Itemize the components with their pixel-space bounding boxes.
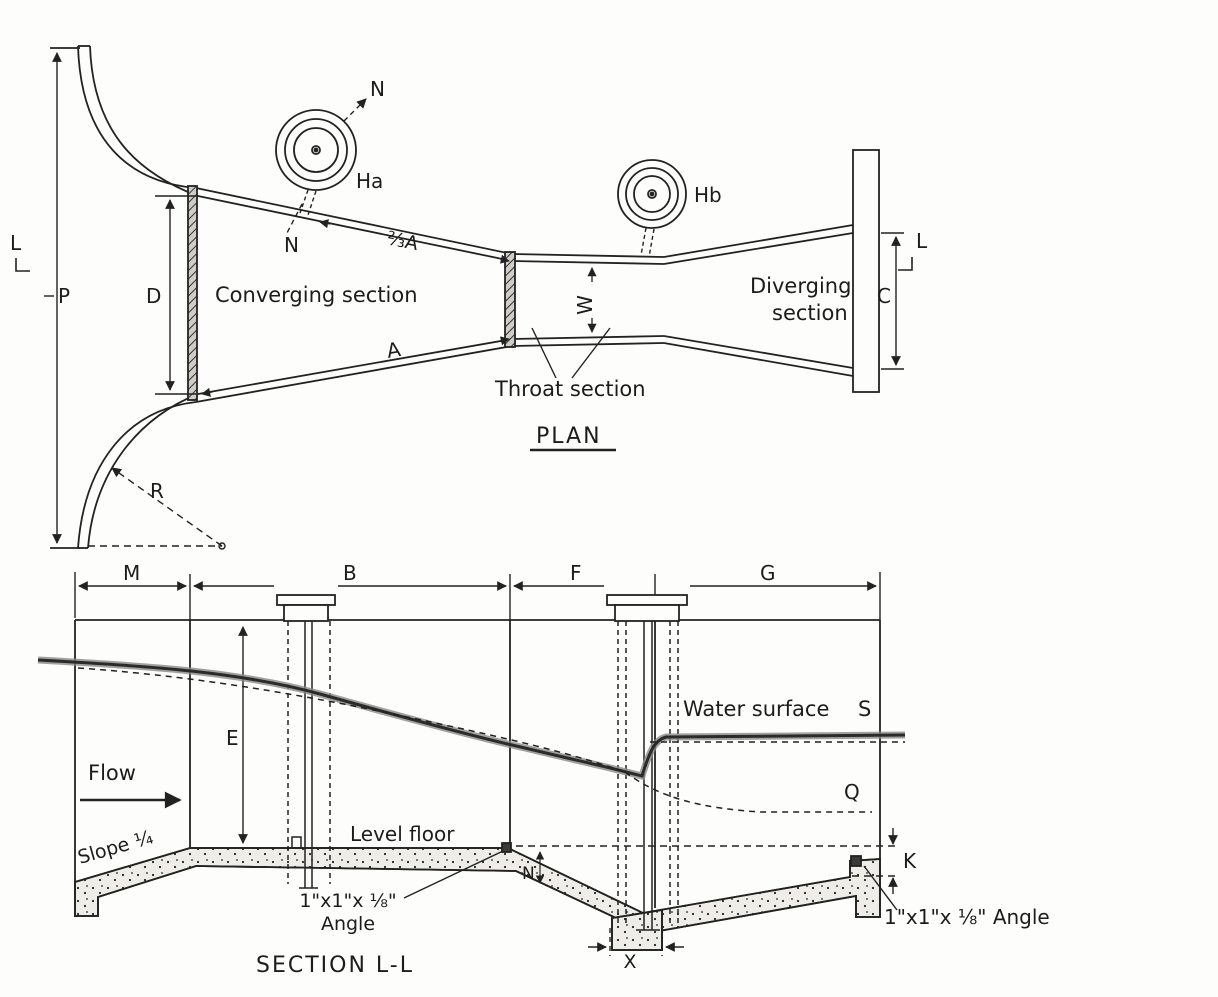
label-X: X <box>623 951 636 973</box>
label-N-top: N <box>370 77 385 101</box>
dimension-P <box>44 47 80 549</box>
label-L-left: L <box>10 231 22 255</box>
well-tube-Ha <box>287 621 331 889</box>
label-N-drop: N <box>522 864 535 884</box>
label-S: S <box>858 697 871 721</box>
label-water-surface: Water surface <box>683 697 829 721</box>
angle2-leader <box>863 865 898 911</box>
label-angle2: 1"x1"x ⅛" Angle <box>884 905 1050 929</box>
label-W: W <box>573 295 597 315</box>
section-dim-ticks <box>74 572 881 620</box>
label-A: A <box>385 337 403 363</box>
dimension-X <box>588 928 684 956</box>
label-N-bottom: N <box>284 233 299 257</box>
section-labels: M B F G E Flow Slope ¼ Level floor Water… <box>75 561 1049 978</box>
wall-dimension-arrows <box>201 219 510 397</box>
label-Q: Q <box>844 780 860 804</box>
label-Ha: Ha <box>356 169 383 193</box>
section-mark-L-right <box>898 257 913 271</box>
concrete-floor <box>74 842 881 951</box>
section-view <box>37 572 906 956</box>
dimension-R <box>88 467 226 550</box>
section-line-N <box>286 98 367 234</box>
label-C: C <box>877 284 891 308</box>
plan-view <box>15 45 913 550</box>
label-P: P <box>58 284 70 308</box>
well-cap-Ha <box>276 594 336 622</box>
label-throat-section: Throat section <box>494 377 646 401</box>
well-cap-Hb <box>606 594 688 622</box>
crest-bar-converging <box>187 185 198 401</box>
label-M: M <box>123 561 140 585</box>
end-angle-iron <box>850 855 862 867</box>
label-F: F <box>570 561 582 585</box>
label-G: G <box>760 561 776 585</box>
label-L-right: L <box>916 229 928 253</box>
plan-labels: L P D R Converging section Ha Hb N N ⅔A … <box>10 77 928 503</box>
label-D: D <box>146 284 161 308</box>
water-surface <box>37 656 906 813</box>
label-converging-section: Converging section <box>215 283 418 307</box>
crest-angle-iron <box>501 842 512 853</box>
section-mark-L-left <box>15 258 30 272</box>
label-diverging-section: section <box>772 301 848 325</box>
q-profile-line <box>624 771 872 813</box>
dimension-D <box>155 195 196 395</box>
label-two-thirds-A: ⅔A <box>385 227 420 255</box>
label-diverging: Diverging <box>750 274 851 298</box>
label-Hb: Hb <box>694 183 722 207</box>
throat-leaders <box>531 327 611 379</box>
dimension-C <box>881 232 904 370</box>
label-angle1-size: 1"x1"x ⅛" <box>299 890 396 912</box>
label-flow: Flow <box>88 761 136 785</box>
label-B: B <box>343 561 357 585</box>
label-level-floor: Level floor <box>350 822 455 846</box>
dimension-K <box>516 828 900 894</box>
stilling-well-Hb <box>617 159 687 258</box>
section-title: SECTION L-L <box>256 953 414 978</box>
plan-title: PLAN <box>536 424 602 449</box>
label-E: E <box>226 726 239 750</box>
label-K: K <box>903 849 917 873</box>
angle1-leader <box>403 850 504 899</box>
label-angle1-word: Angle <box>321 913 375 935</box>
stilling-well-Ha <box>275 109 357 216</box>
label-R: R <box>150 479 164 503</box>
crest-bar-throat <box>504 251 516 348</box>
